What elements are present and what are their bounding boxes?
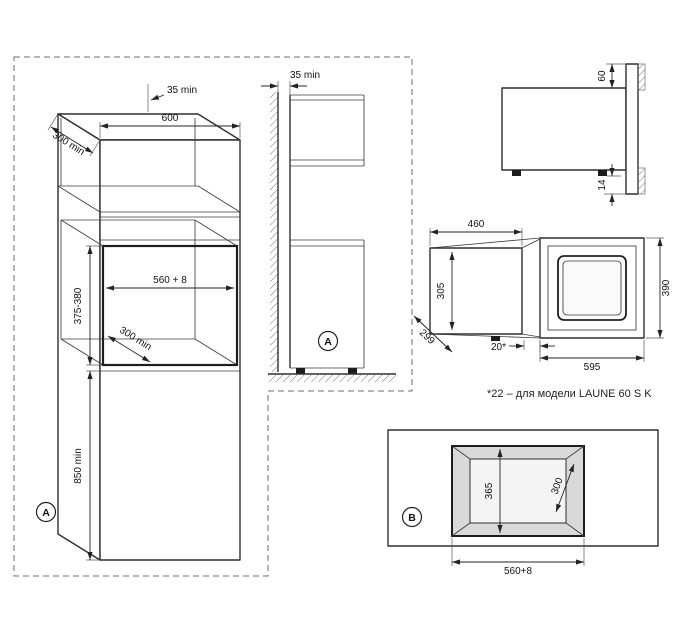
cabinet-foot — [296, 368, 305, 374]
niche-back-wall — [469, 458, 567, 524]
dim-cabinet-top-clearance: 35 min — [147, 84, 197, 112]
dim-body-width: 460 — [429, 219, 523, 246]
extension-lines — [277, 81, 291, 95]
view-label-a-section: A — [317, 330, 339, 352]
oven-body-side — [501, 87, 627, 171]
dimension-line — [413, 315, 453, 353]
dim-niche-b-height-label: 365 — [484, 482, 495, 499]
dim-front-height: 390 — [646, 237, 672, 339]
oven-front-frame-side — [625, 63, 639, 195]
oven-foot — [598, 170, 607, 176]
leader-line — [150, 94, 165, 101]
view-label-circle — [401, 506, 423, 528]
niche-depth-edges — [451, 445, 585, 537]
dim-front-width-label: 595 — [584, 362, 601, 373]
cabinet-isometric-view: 600 300 min 35 min 560 + 8 375-380 300 m… — [35, 84, 241, 561]
dim-niche-height-label: 375-380 — [73, 287, 84, 324]
oven-side-view: 60 14 — [501, 63, 646, 206]
dashed-boundary — [13, 56, 413, 577]
dim-top-offset: 60 — [597, 63, 626, 88]
view-label-letter: B — [408, 512, 416, 524]
extension-lines — [604, 175, 626, 195]
dim-niche-width: 560 + 8 — [106, 275, 234, 291]
oven-door — [547, 245, 637, 331]
dim-niche-height: 375-380 — [73, 245, 103, 366]
cabinet-panel-hatch-top — [637, 63, 646, 91]
dimension-line — [50, 126, 94, 154]
dim-bottom-offset: 14 — [597, 164, 626, 206]
dim-protrusion-label: 20* — [491, 342, 506, 353]
oven-door-window-outer — [557, 255, 627, 321]
dim-top-clearance-label: 35 min — [167, 85, 197, 96]
cabinet-section-panels — [290, 94, 365, 369]
microwave-niche-opening — [101, 244, 239, 367]
oven-foot — [512, 170, 521, 176]
view-label-circle — [317, 330, 339, 352]
niche-front-view: 365 300 560+8 B — [387, 429, 659, 577]
cabinet-foot — [348, 368, 357, 374]
extension-lines — [539, 340, 645, 362]
oven-3d-view: 460 305 299 20* 595 390 — [413, 219, 672, 373]
dim-lower-height-label: 850 min — [73, 448, 84, 484]
dim-niche-b-width: 560+8 — [451, 538, 585, 577]
dim-body-width-label: 460 — [468, 219, 485, 230]
dim-cabinet-width: 600 — [99, 113, 241, 138]
wall-hatch — [270, 92, 278, 372]
dimension-line — [107, 335, 151, 363]
dimension-line — [555, 463, 575, 513]
view-label-b: B — [401, 506, 423, 528]
dim-niche-b-height: 365 — [484, 449, 503, 533]
oven-door-window-inner — [562, 260, 622, 316]
dim-niche-width-label: 560 + 8 — [153, 275, 187, 286]
dim-front-width: 595 — [539, 340, 645, 373]
cabinet-panel-hatch-bottom — [637, 167, 646, 195]
model-footnote: *22 – для модели LAUNE 60 S K — [487, 388, 652, 400]
cabinet-left-face — [57, 113, 101, 561]
view-label-a-cabinet: A — [35, 501, 57, 523]
dim-cabinet-width-label: 600 — [162, 113, 179, 124]
dim-wall-gap-label: 35 min — [290, 70, 320, 81]
extension-lines — [429, 228, 523, 246]
dim-body-height: 305 — [436, 252, 455, 330]
dim-lower-height: 850 min — [73, 370, 100, 561]
view-label-letter: A — [42, 507, 50, 519]
oven-body-depth-edges — [429, 237, 541, 339]
side-section-view: 35 min A — [261, 70, 396, 382]
dim-niche-b-width-label: 560+8 — [504, 566, 533, 577]
cabinet-front-face — [99, 139, 241, 561]
view-label-circle — [35, 501, 57, 523]
dim-protrusion: 20* — [491, 340, 555, 353]
dim-top-offset-label: 60 — [597, 70, 608, 82]
oven-foot — [491, 336, 500, 341]
dim-front-height-label: 390 — [661, 279, 672, 296]
extension-lines — [523, 340, 541, 352]
extension-lines — [47, 113, 101, 157]
dim-wall-gap: 35 min — [261, 70, 320, 95]
dim-body-height-label: 305 — [436, 282, 447, 299]
view-label-letter: A — [324, 336, 332, 348]
floor-hatch — [268, 374, 396, 382]
dim-bottom-offset-label: 14 — [597, 179, 608, 191]
